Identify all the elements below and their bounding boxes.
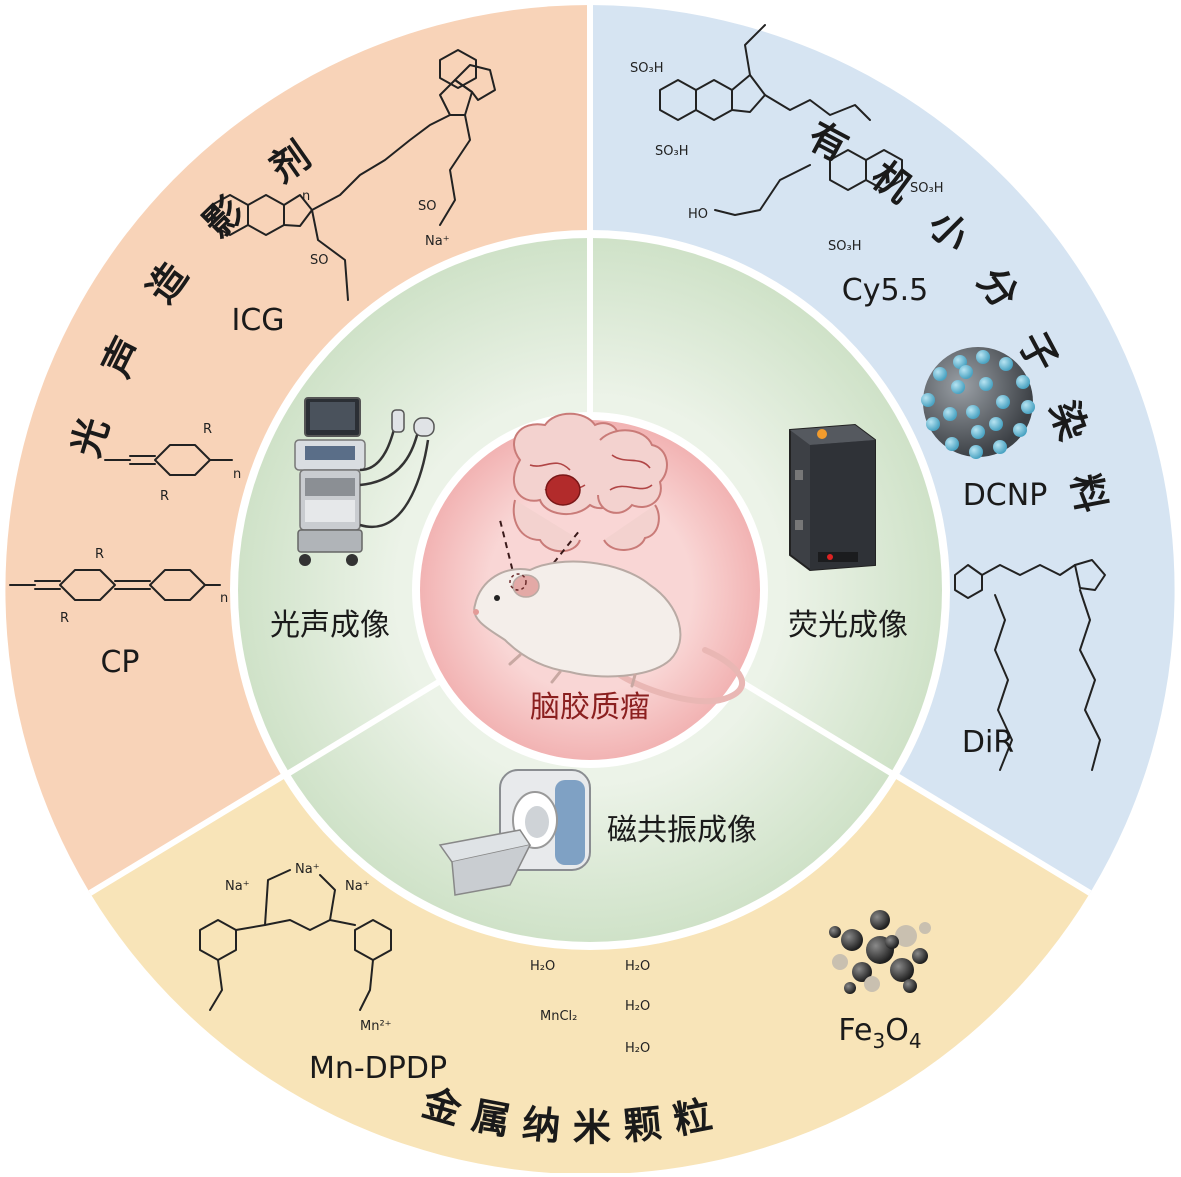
dcnp-surface-dot xyxy=(993,440,1007,454)
n-label-1: n xyxy=(233,467,241,482)
fe3o4-particle xyxy=(832,954,848,970)
arc-title-char: 属 xyxy=(468,1093,513,1143)
mn2-label: Mn²⁺ xyxy=(360,1019,392,1034)
dcnp-surface-dot xyxy=(966,405,980,419)
fe3o4-particle xyxy=(919,922,931,934)
dcnp-surface-dot xyxy=(933,367,947,381)
dcnp-surface-dot xyxy=(1013,423,1027,437)
na-plus-label-3: Na⁺ xyxy=(345,879,370,894)
dcnp-surface-dot xyxy=(999,357,1013,371)
tumor xyxy=(545,474,581,506)
dcnp-surface-dot xyxy=(921,393,935,407)
fe3o4-particle xyxy=(870,910,890,930)
so3-label-2: SO xyxy=(418,199,436,214)
fe3o4-particle xyxy=(844,982,856,994)
fluorescence-imager-illustration xyxy=(789,423,876,572)
mncl2-water-structures: H₂O H₂O H₂O H₂O MnCl₂ xyxy=(530,959,650,1056)
dcnp-nanoparticle-illustration xyxy=(921,347,1035,459)
photoacoustic-imaging-label: 光声成像 xyxy=(270,608,390,643)
arc-title-char: 纳 xyxy=(520,1102,562,1149)
r-label-4: R xyxy=(60,611,69,626)
so3-cy-label-3: SO₃H xyxy=(910,181,943,196)
fe3o4-particle xyxy=(903,979,917,993)
dcnp-label: DCNP xyxy=(963,478,1048,513)
dcnp-surface-dot xyxy=(959,365,973,379)
na-plus-label-1: Na⁺ xyxy=(225,879,250,894)
arc-title-char: 粒 xyxy=(670,1092,716,1142)
na-plus-label-icg: Na⁺ xyxy=(425,234,450,249)
fe3o4-nanoparticle-illustration xyxy=(829,910,931,994)
dcnp-surface-dot xyxy=(989,417,1003,431)
photoacoustic-device-illustration xyxy=(294,397,435,566)
h2o-label-3: H₂O xyxy=(625,999,650,1014)
h2o-label-1: H₂O xyxy=(530,959,555,974)
h2o-label-2: H₂O xyxy=(625,959,650,974)
dcnp-surface-dot xyxy=(1016,375,1030,389)
mri-scanner-illustration xyxy=(438,769,591,896)
so3-cy-label-4: SO₃H xyxy=(828,239,861,254)
arc-title-char: 料 xyxy=(1063,470,1113,516)
fe3o4-particle xyxy=(841,929,863,951)
brain-illustration xyxy=(512,412,668,553)
fe3o4-particle xyxy=(829,926,841,938)
so3-cy-label-2: SO₃H xyxy=(655,144,688,159)
so3-cy-label-1: SO₃H xyxy=(630,61,663,76)
fe3o4-particle xyxy=(912,948,928,964)
fe3o4-particle xyxy=(864,976,880,992)
mouse-illustration xyxy=(473,560,745,705)
r-label-1: R xyxy=(203,422,212,437)
dcnp-surface-dot xyxy=(926,417,940,431)
h2o-label-4: H₂O xyxy=(625,1041,650,1056)
cooh-cy-label: HO xyxy=(688,207,708,222)
metal-nanoparticles-title: 金属纳米颗粒 xyxy=(417,1080,716,1150)
fe3o4-particle xyxy=(852,962,872,982)
icg-structure: n SO SO Na⁺ xyxy=(211,49,496,301)
dcnp-surface-dot xyxy=(1021,400,1035,414)
so3-label-1: SO xyxy=(310,253,328,268)
dir-label: DiR xyxy=(962,725,1014,760)
mncl2-label: MnCl₂ xyxy=(540,1009,577,1024)
dcnp-surface-dot xyxy=(969,445,983,459)
mn-dpdp-label: Mn-DPDP xyxy=(309,1051,447,1086)
r-label-3: R xyxy=(95,547,104,562)
arc-title-char: 颗 xyxy=(621,1101,663,1148)
fe3o4-particle xyxy=(890,958,914,982)
glioma-label: 脑胶质瘤 xyxy=(530,690,650,725)
fe3o4-particle xyxy=(895,925,917,947)
dcnp-surface-dot xyxy=(979,377,993,391)
mri-label: 磁共振成像 xyxy=(607,813,757,848)
r-label-2: R xyxy=(160,489,169,504)
dcnp-surface-dot xyxy=(951,380,965,394)
cp-label: CP xyxy=(100,645,139,680)
icg-label: ICG xyxy=(231,303,284,338)
cy55-structure: SO₃H SO₃H SO₃H SO₃H HO xyxy=(630,24,943,254)
arc-title-char: 米 xyxy=(573,1105,611,1149)
fluorescence-imaging-label: 荧光成像 xyxy=(788,608,908,643)
dcnp-surface-dot xyxy=(971,425,985,439)
cp-structures: R R n R R n xyxy=(9,422,241,626)
atom-n-label: n xyxy=(302,189,310,204)
dcnp-surface-dot xyxy=(945,437,959,451)
dcnp-surface-dot xyxy=(996,395,1010,409)
na-plus-label-2: Na⁺ xyxy=(295,862,320,877)
dcnp-surface-dot xyxy=(976,350,990,364)
cy55-label: Cy5.5 xyxy=(842,273,928,308)
dcnp-surface-dot xyxy=(943,407,957,421)
n-label-2: n xyxy=(220,591,228,606)
fe3o4-particle xyxy=(885,935,899,949)
mn-dpdp-structure: Na⁺ Na⁺ Na⁺ Mn²⁺ xyxy=(199,862,392,1034)
dir-structure xyxy=(954,559,1106,771)
